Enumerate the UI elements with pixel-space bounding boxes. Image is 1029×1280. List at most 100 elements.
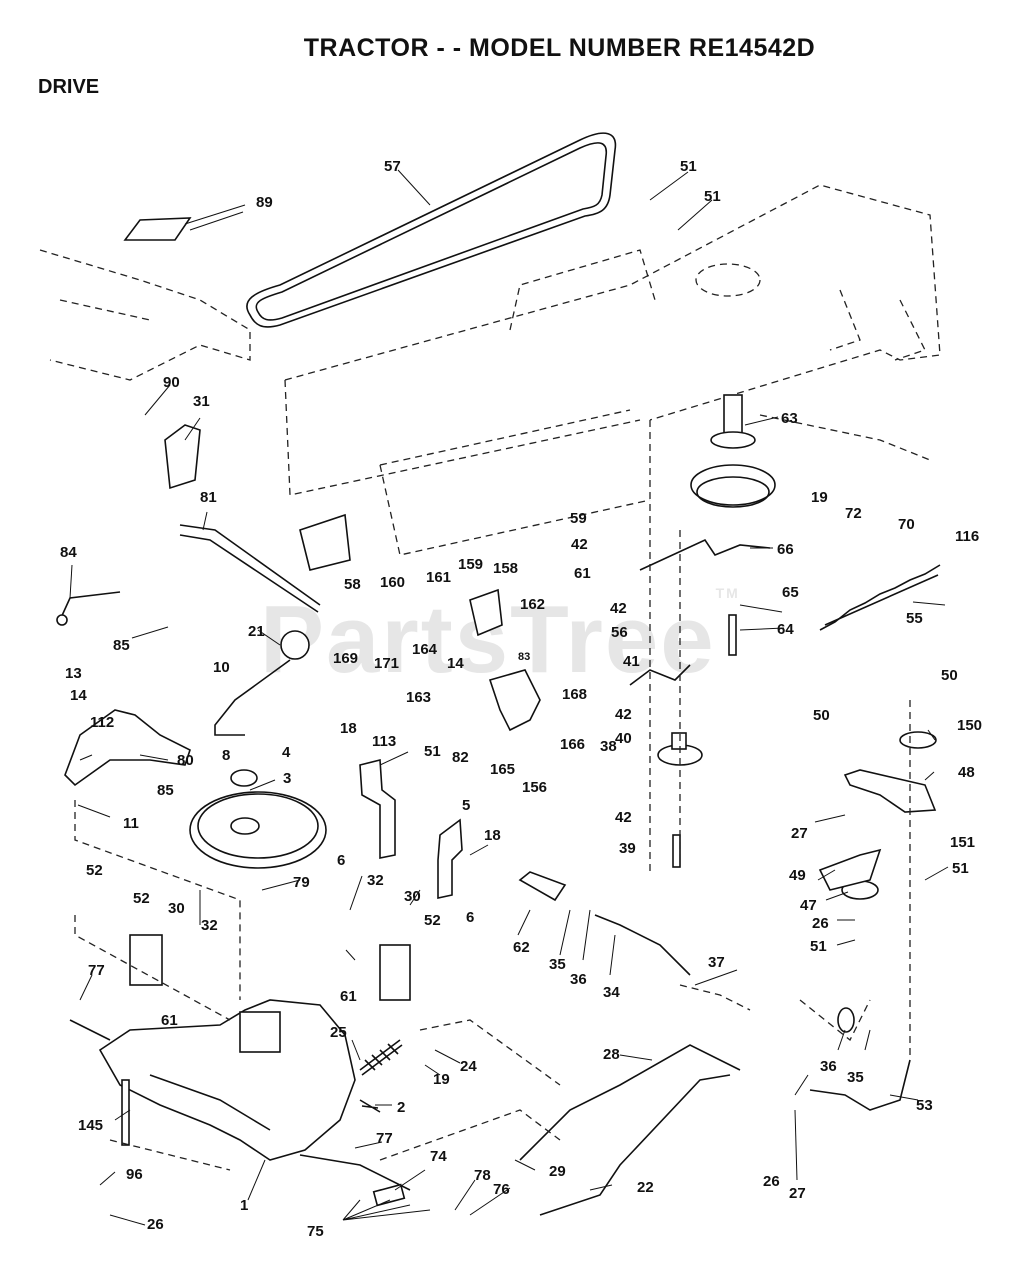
callout-51-a: 51 xyxy=(680,158,697,175)
callout-28: 28 xyxy=(603,1046,620,1063)
callout-52-c: 52 xyxy=(424,912,441,929)
callout-52-b: 52 xyxy=(133,890,150,907)
callout-55: 55 xyxy=(906,610,923,627)
callout-76: 76 xyxy=(493,1181,510,1198)
spring-25 xyxy=(359,1039,403,1076)
callout-4: 4 xyxy=(282,744,291,761)
callout-169: 169 xyxy=(333,650,358,667)
bracket-5 xyxy=(437,818,463,899)
tag-31 xyxy=(164,424,201,490)
callout-18-a: 18 xyxy=(340,720,357,737)
callout-159: 159 xyxy=(458,556,483,573)
callout-1: 1 xyxy=(240,1197,248,1214)
callout-77-a: 77 xyxy=(88,962,105,979)
callout-61-a: 61 xyxy=(574,565,591,582)
leader-lines xyxy=(69,169,949,1226)
sleeve-74 xyxy=(372,1183,406,1207)
callout-39: 39 xyxy=(619,840,636,857)
callout-31: 31 xyxy=(193,393,210,410)
callout-34: 34 xyxy=(603,984,620,1001)
callout-165: 165 xyxy=(490,761,515,778)
callout-50-a: 50 xyxy=(941,667,958,684)
callout-74: 74 xyxy=(430,1148,447,1165)
callout-3: 3 xyxy=(283,770,291,787)
callout-62: 62 xyxy=(513,939,530,956)
rod-28 xyxy=(519,1044,741,1161)
callout-42-b: 42 xyxy=(610,600,627,617)
callout-96: 96 xyxy=(126,1166,143,1183)
plate-89 xyxy=(123,217,192,241)
callout-89: 89 xyxy=(256,194,273,211)
callout-29: 29 xyxy=(549,1163,566,1180)
callout-77-b: 77 xyxy=(376,1130,393,1147)
callout-166: 166 xyxy=(560,736,585,753)
callout-63: 63 xyxy=(781,410,798,427)
section-label: DRIVE xyxy=(38,76,100,98)
callout-116: 116 xyxy=(955,528,979,545)
callout-26-b: 26 xyxy=(763,1173,780,1190)
bracket-158 xyxy=(469,588,503,637)
callout-35-b: 35 xyxy=(847,1069,864,1086)
shaft-81 xyxy=(179,524,321,606)
callout-52-a: 52 xyxy=(86,862,103,879)
callout-65: 65 xyxy=(782,584,799,601)
callout-40: 40 xyxy=(615,730,632,747)
callout-85-b: 85 xyxy=(157,782,174,799)
frame-outline xyxy=(39,184,941,556)
callout-56: 56 xyxy=(611,624,628,641)
callout-66: 66 xyxy=(777,541,794,558)
callout-83: 83 xyxy=(518,651,530,663)
pulley-3 xyxy=(189,791,327,869)
callout-37: 37 xyxy=(708,954,725,971)
page-title: TRACTOR - - MODEL NUMBER RE14542D xyxy=(303,34,816,62)
callout-10: 10 xyxy=(213,659,230,676)
callout-164: 164 xyxy=(412,641,438,658)
callout-27-b: 27 xyxy=(791,825,808,842)
callout-42-c: 42 xyxy=(615,706,632,723)
bracket-165 xyxy=(488,669,541,732)
callout-82: 82 xyxy=(452,749,469,766)
callout-18-b: 18 xyxy=(484,827,501,844)
callout-5: 5 xyxy=(462,797,470,814)
callout-38: 38 xyxy=(600,738,617,755)
bracket-30-right xyxy=(379,944,411,1001)
callout-161: 161 xyxy=(426,569,451,586)
callout-13: 13 xyxy=(65,665,82,682)
callout-171: 171 xyxy=(374,655,399,672)
callout-6-a: 6 xyxy=(337,852,345,869)
rod-41 xyxy=(629,664,691,686)
shaft-64 xyxy=(728,614,737,656)
callout-84: 84 xyxy=(60,544,77,561)
callouts: 1 2 3 4 5 6 6 8 10 11 13 14 14 18 18 19 … xyxy=(60,158,982,1240)
washer-36 xyxy=(837,1007,855,1033)
callout-6-b: 6 xyxy=(466,909,474,926)
callout-51-e: 51 xyxy=(810,938,827,955)
callout-48: 48 xyxy=(958,764,975,781)
callout-162: 162 xyxy=(520,596,545,613)
callout-85-a: 85 xyxy=(113,637,130,654)
callout-32-a: 32 xyxy=(201,917,218,934)
callout-79: 79 xyxy=(293,874,310,891)
callout-19-b: 19 xyxy=(433,1071,450,1088)
ball-21 xyxy=(280,630,310,660)
callout-51-b: 51 xyxy=(704,188,721,205)
arm-48 xyxy=(843,769,937,813)
callout-80: 80 xyxy=(177,752,194,769)
callout-158: 158 xyxy=(493,560,518,577)
callout-35-a: 35 xyxy=(549,956,566,973)
callout-2: 2 xyxy=(397,1099,405,1116)
callout-30-b: 30 xyxy=(404,888,421,905)
callout-47: 47 xyxy=(800,897,817,914)
rod-34 xyxy=(594,914,691,976)
callout-112: 112 xyxy=(90,714,114,731)
callout-36-a: 36 xyxy=(570,971,587,988)
guide-lines xyxy=(74,414,931,1171)
transaxle xyxy=(69,999,411,1191)
callout-72: 72 xyxy=(845,505,862,522)
callout-22: 22 xyxy=(637,1179,654,1196)
pulley-63 xyxy=(690,394,776,508)
callout-53: 53 xyxy=(916,1097,933,1114)
callout-49: 49 xyxy=(789,867,806,884)
bolt-39 xyxy=(672,834,681,868)
